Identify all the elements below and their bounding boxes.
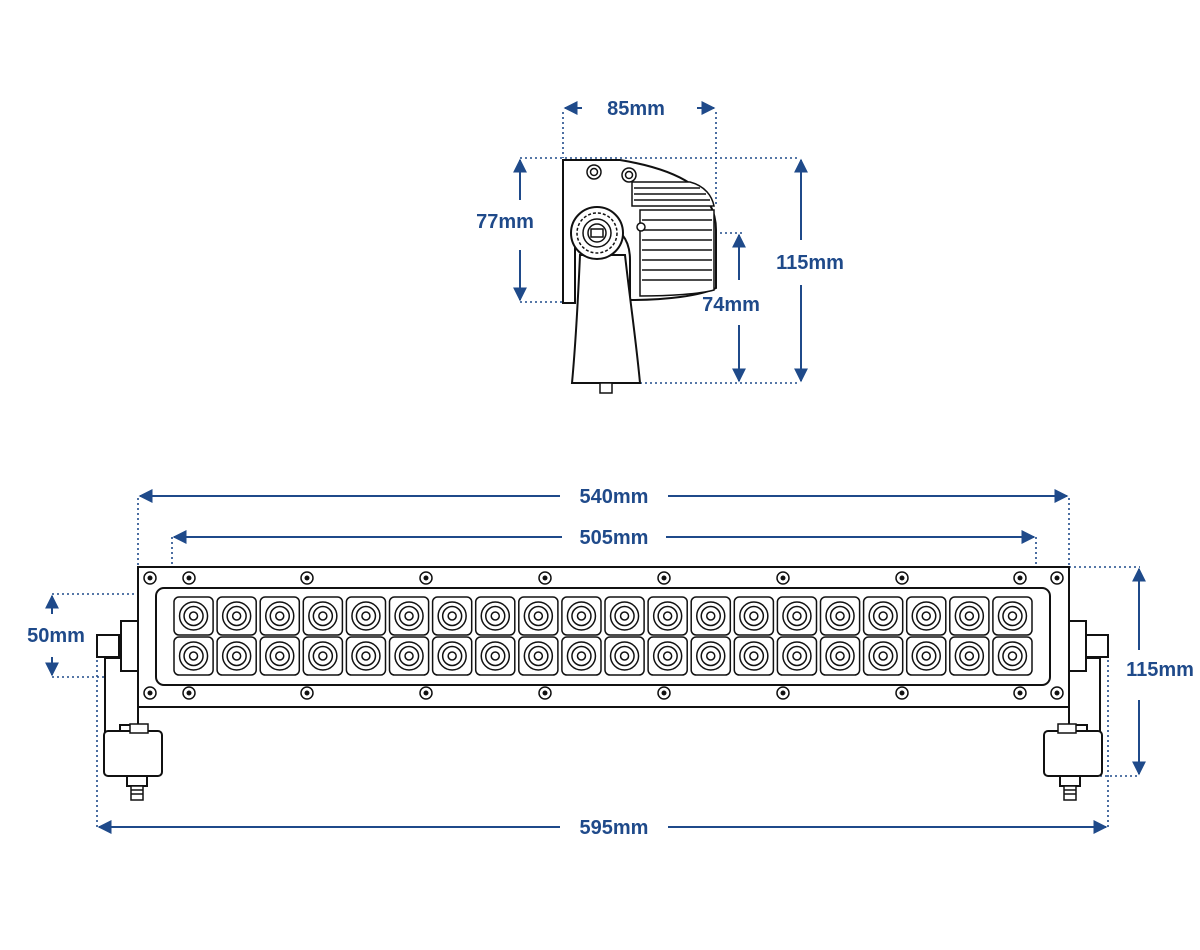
front-total-height-label: 115mm [1126, 659, 1194, 681]
led-reflector-icon [949, 596, 990, 636]
mount-screw-icon [182, 686, 196, 700]
mount-screw-icon [538, 686, 552, 700]
led-reflector-icon [819, 636, 861, 676]
led-reflector-icon [518, 596, 559, 636]
led-reflector-icon [259, 636, 301, 676]
led-reflector-icon [776, 596, 818, 636]
mount-screw-icon [1013, 686, 1027, 700]
led-reflector-icon [992, 596, 1033, 636]
side-bracket [570, 254, 642, 384]
led-reflector-icon [647, 596, 688, 636]
led-reflector-icon [862, 596, 904, 636]
led-reflector-icon [647, 636, 688, 676]
led-reflector-icon [604, 596, 645, 636]
led-reflector-icon [862, 636, 904, 676]
mount-screw-icon [143, 686, 157, 700]
led-reflector-icon [259, 596, 301, 636]
mount-screw-icon [419, 686, 433, 700]
front-housing-width-label: 540mm [580, 486, 649, 508]
mount-screw-icon [143, 571, 157, 585]
cooling-fins [631, 181, 715, 297]
bracket-bolt-icon [126, 775, 148, 787]
led-reflector-icon [561, 596, 602, 636]
mount-screw-icon [182, 571, 196, 585]
led-reflector-icon [819, 596, 861, 636]
led-reflector-icon [733, 596, 775, 636]
right-bracket [1043, 620, 1109, 801]
left-bracket [96, 620, 163, 801]
side-view: 85mm 77mm 115mm 74mm [476, 98, 844, 394]
side-body-height-label: 77mm [476, 211, 534, 233]
led-reflector-icon [690, 596, 732, 636]
mount-screw-icon [636, 222, 646, 232]
pivot-knob-icon [570, 206, 624, 260]
led-reflector-icon [302, 596, 344, 636]
mount-screw-icon [657, 686, 671, 700]
bracket-bolt-icon [1059, 775, 1081, 787]
led-reflector-icon [474, 636, 516, 676]
side-mount-height-label: 74mm [702, 294, 760, 316]
led-reflector-icon [302, 636, 344, 676]
housing-screws [143, 571, 1064, 700]
led-reflector-icon [733, 636, 775, 676]
mount-screw-icon [776, 686, 790, 700]
front-view: 540mm 505mm 50mm 115mm 595mm [27, 486, 1194, 839]
side-width-label: 85mm [607, 98, 665, 120]
led-reflector-icon [388, 596, 430, 636]
mount-screw-icon [776, 571, 790, 585]
led-reflector-icon [173, 636, 214, 676]
led-reflector-icon [431, 596, 473, 636]
led-grid [173, 596, 1033, 676]
led-reflector-icon [431, 636, 473, 676]
mount-screw-icon [419, 571, 433, 585]
mount-screw-icon [895, 686, 909, 700]
led-reflector-icon [518, 636, 559, 676]
led-reflector-icon [690, 636, 732, 676]
mount-screw-icon [300, 686, 314, 700]
led-reflector-icon [905, 596, 947, 636]
led-reflector-icon [388, 636, 430, 676]
led-reflector-icon [949, 636, 990, 676]
mount-screw-icon [1013, 571, 1027, 585]
led-reflector-icon [905, 636, 947, 676]
led-reflector-icon [561, 636, 602, 676]
led-reflector-icon [173, 596, 214, 636]
led-reflector-icon [992, 636, 1033, 676]
led-reflector-icon [216, 636, 257, 676]
led-reflector-icon [474, 596, 516, 636]
led-reflector-icon [345, 636, 387, 676]
led-reflector-icon [345, 596, 387, 636]
front-lens-height-label: 50mm [27, 625, 85, 647]
mount-screw-icon [300, 571, 314, 585]
mount-screw-icon [1050, 571, 1064, 585]
front-overall-width-label: 595mm [580, 817, 649, 839]
bracket-bolt-icon [599, 382, 613, 394]
led-reflector-icon [604, 636, 645, 676]
side-total-height-label: 115mm [776, 252, 844, 274]
led-reflector-icon [776, 636, 818, 676]
led-reflector-icon [216, 596, 257, 636]
mount-screw-icon [538, 571, 552, 585]
mount-screw-icon [1050, 686, 1064, 700]
mount-screw-icon [895, 571, 909, 585]
mount-screw-icon [657, 571, 671, 585]
front-lens-width-label: 505mm [580, 527, 649, 549]
